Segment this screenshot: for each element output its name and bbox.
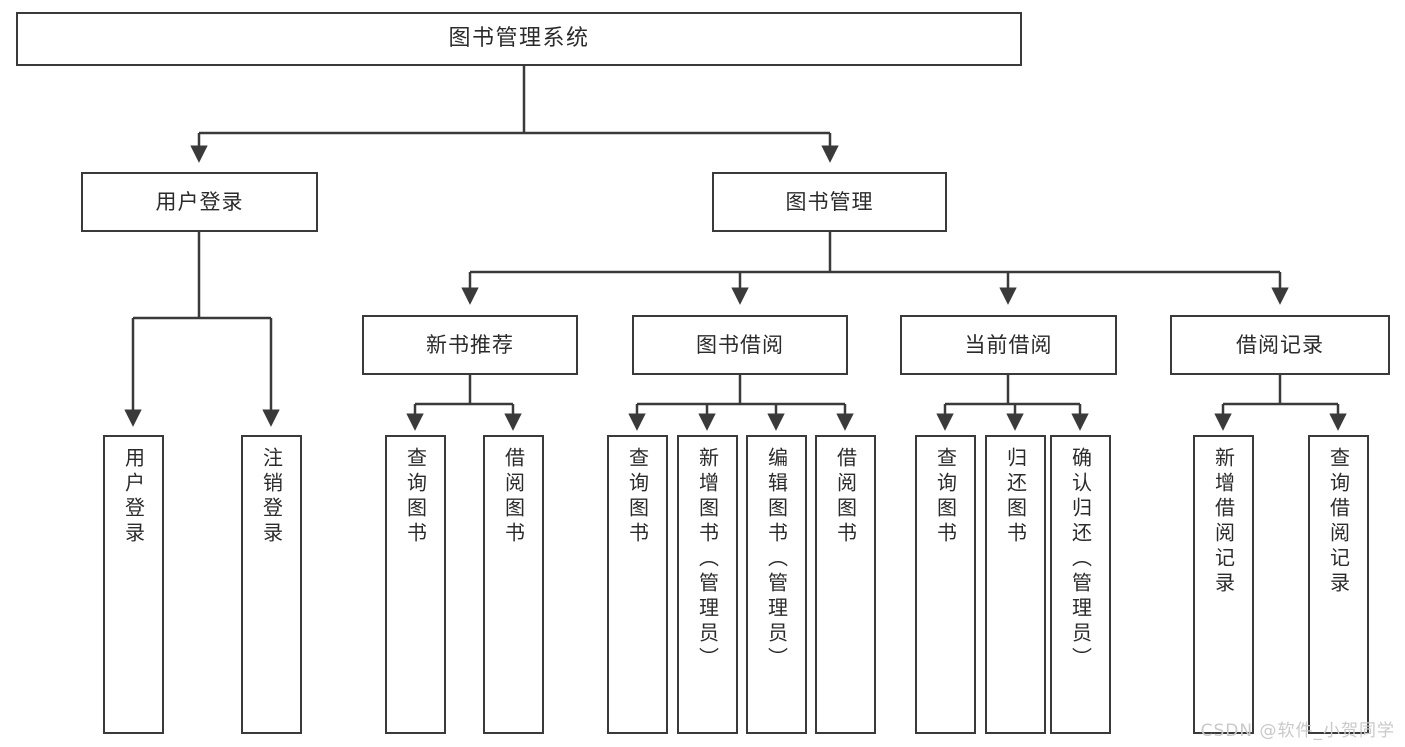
node-label: 图书管理系统 — [448, 26, 590, 52]
leaf-borrow-book-recommend[interactable]: 借阅图书 — [483, 435, 544, 734]
leaf-query-borrow-record[interactable]: 查询借阅记录 — [1308, 435, 1369, 734]
node-user-login[interactable]: 用户登录 — [81, 172, 318, 232]
node-label: 借阅图书 — [501, 447, 526, 547]
node-book-management-system[interactable]: 图书管理系统 — [16, 12, 1022, 66]
node-label: 借阅记录 — [1236, 332, 1324, 357]
node-current-borrow[interactable]: 当前借阅 — [900, 315, 1117, 375]
node-label: 用户登录 — [155, 189, 244, 214]
node-label: 当前借阅 — [964, 332, 1053, 357]
node-label: 用户登录 — [121, 447, 146, 547]
node-label: 查询图书 — [625, 447, 650, 547]
node-label: 查询借阅记录 — [1326, 447, 1351, 597]
node-label: 新书推荐 — [426, 332, 514, 357]
node-label: 图书管理 — [785, 189, 874, 214]
leaf-query-book-borrow[interactable]: 查询图书 — [607, 435, 668, 734]
leaf-add-borrow-record[interactable]: 新增借阅记录 — [1193, 435, 1254, 734]
leaf-add-book-admin[interactable]: 新增图书（管理员） — [677, 435, 738, 734]
leaf-user-login[interactable]: 用户登录 — [103, 435, 164, 734]
leaf-query-book-current[interactable]: 查询图书 — [915, 435, 976, 734]
node-book-borrow[interactable]: 图书借阅 — [632, 315, 848, 375]
node-label: 查询图书 — [403, 447, 428, 547]
leaf-borrow-book[interactable]: 借阅图书 — [815, 435, 876, 734]
node-new-book-recommend[interactable]: 新书推荐 — [362, 315, 578, 375]
leaf-confirm-return-admin[interactable]: 确认归还（管理员） — [1050, 435, 1111, 734]
node-label: 确认归还（管理员） — [1068, 447, 1093, 672]
node-label: 新增图书（管理员） — [695, 447, 720, 672]
node-book-management[interactable]: 图书管理 — [712, 172, 947, 232]
node-borrow-record[interactable]: 借阅记录 — [1170, 315, 1390, 375]
leaf-query-book-recommend[interactable]: 查询图书 — [385, 435, 446, 734]
node-label: 新增借阅记录 — [1211, 447, 1236, 597]
leaf-edit-book-admin[interactable]: 编辑图书（管理员） — [746, 435, 807, 734]
node-label: 查询图书 — [933, 447, 958, 547]
node-label: 编辑图书（管理员） — [764, 447, 789, 672]
node-label: 图书借阅 — [696, 332, 784, 357]
leaf-logout-login[interactable]: 注销登录 — [241, 435, 302, 734]
node-label: 归还图书 — [1003, 447, 1028, 547]
leaf-return-book[interactable]: 归还图书 — [985, 435, 1046, 734]
csdn-watermark: CSDN @软件_小贺同学 — [1200, 721, 1395, 741]
node-label: 借阅图书 — [833, 447, 858, 547]
node-label: 注销登录 — [259, 447, 284, 547]
